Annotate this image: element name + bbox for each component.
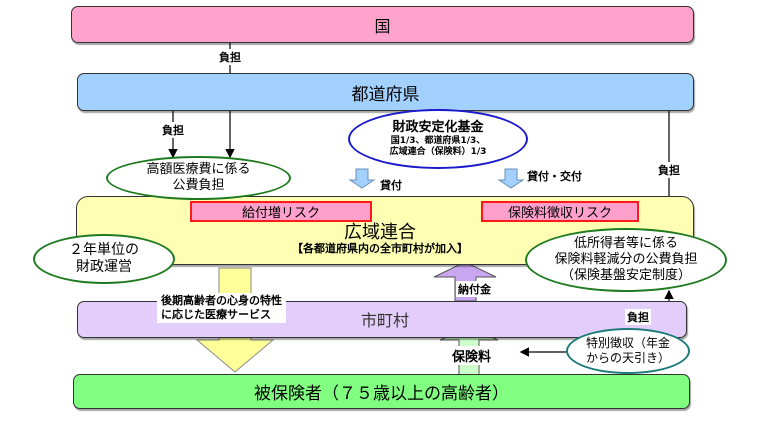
prefecture-label: 都道府県: [351, 84, 420, 105]
medical-service-label: 後期高齢者の心身の特性 に応じた医療サービス: [157, 293, 286, 323]
premium-label: 保険料: [450, 346, 494, 365]
medical-service-line-1: 後期高齢者の心身の特性: [161, 294, 282, 307]
two-year-ellipse: ２年単位の 財政運営: [33, 234, 175, 284]
loan-arrow-left: [348, 168, 376, 189]
two-year-line-1: ２年単位の: [69, 241, 139, 258]
loan-label: 貸付: [380, 179, 402, 192]
premium-risk-label: 保険料徴収リスク: [507, 206, 612, 221]
municipality-label: 市町村: [360, 311, 409, 330]
national-label: 国: [374, 16, 391, 36]
union-note: 【各都道府県内の全市町村が加入】: [292, 242, 468, 255]
prefecture-bar: 都道府県: [77, 73, 694, 111]
low-income-line-2: 保険料軽減分の公費負担: [554, 251, 698, 267]
high-cost-line-1: 高額医療費に係る: [146, 161, 251, 177]
special-collection-ellipse: 特別徴収（年金 からの天引き）: [566, 328, 690, 374]
special-collection-line-2: からの天引き）: [585, 351, 670, 365]
benefit-risk-box: 給付増リスク: [190, 201, 372, 222]
union-label: 広域連合: [344, 222, 416, 243]
medical-service-line-2: に応じた医療サービス: [161, 307, 271, 321]
national-bar: 国: [71, 6, 694, 43]
insured-bar: 被保険者（７５歳以上の高齢者）: [73, 374, 690, 409]
burden-label-national: 負担: [217, 49, 243, 65]
fund-detail-1: 国1/3、都道府県1/3、: [390, 135, 486, 146]
fund-title: 財政安定化基金: [392, 119, 484, 135]
benefit-risk-label: 給付増リスク: [241, 206, 320, 221]
burden-label-right: 負担: [656, 162, 682, 178]
insured-label: 被保険者（７５歳以上の高齢者）: [254, 384, 509, 404]
low-income-line-3: （保険基盤安定制度）: [560, 268, 691, 284]
loan-arrow-right: [497, 168, 525, 189]
fund-detail-2: 広域連合（保険料）1/3: [389, 147, 487, 158]
contribution-label: 納付金: [456, 281, 493, 297]
loan-grant-label: 貸付・交付: [527, 170, 582, 183]
premium-risk-box: 保険料徴収リスク: [481, 201, 639, 222]
high-cost-ellipse: 高額医療費に係る 公費負担: [106, 156, 291, 200]
low-income-line-1: 低所得者等に係る: [573, 235, 678, 251]
high-cost-line-2: 公費負担: [172, 178, 225, 193]
burden-label-prefecture: 負担: [160, 122, 186, 138]
burden-label-municipality: 負担: [625, 309, 651, 325]
stabilization-fund-ellipse: 財政安定化基金 国1/3、都道府県1/3、 広域連合（保険料）1/3: [348, 109, 528, 169]
two-year-line-2: 財政運営: [76, 259, 132, 275]
special-collection-line-1: 特別徴収（年金: [585, 336, 670, 350]
low-income-ellipse: 低所得者等に係る 保険料軽減分の公費負担 （保険基盤安定制度）: [525, 228, 727, 292]
